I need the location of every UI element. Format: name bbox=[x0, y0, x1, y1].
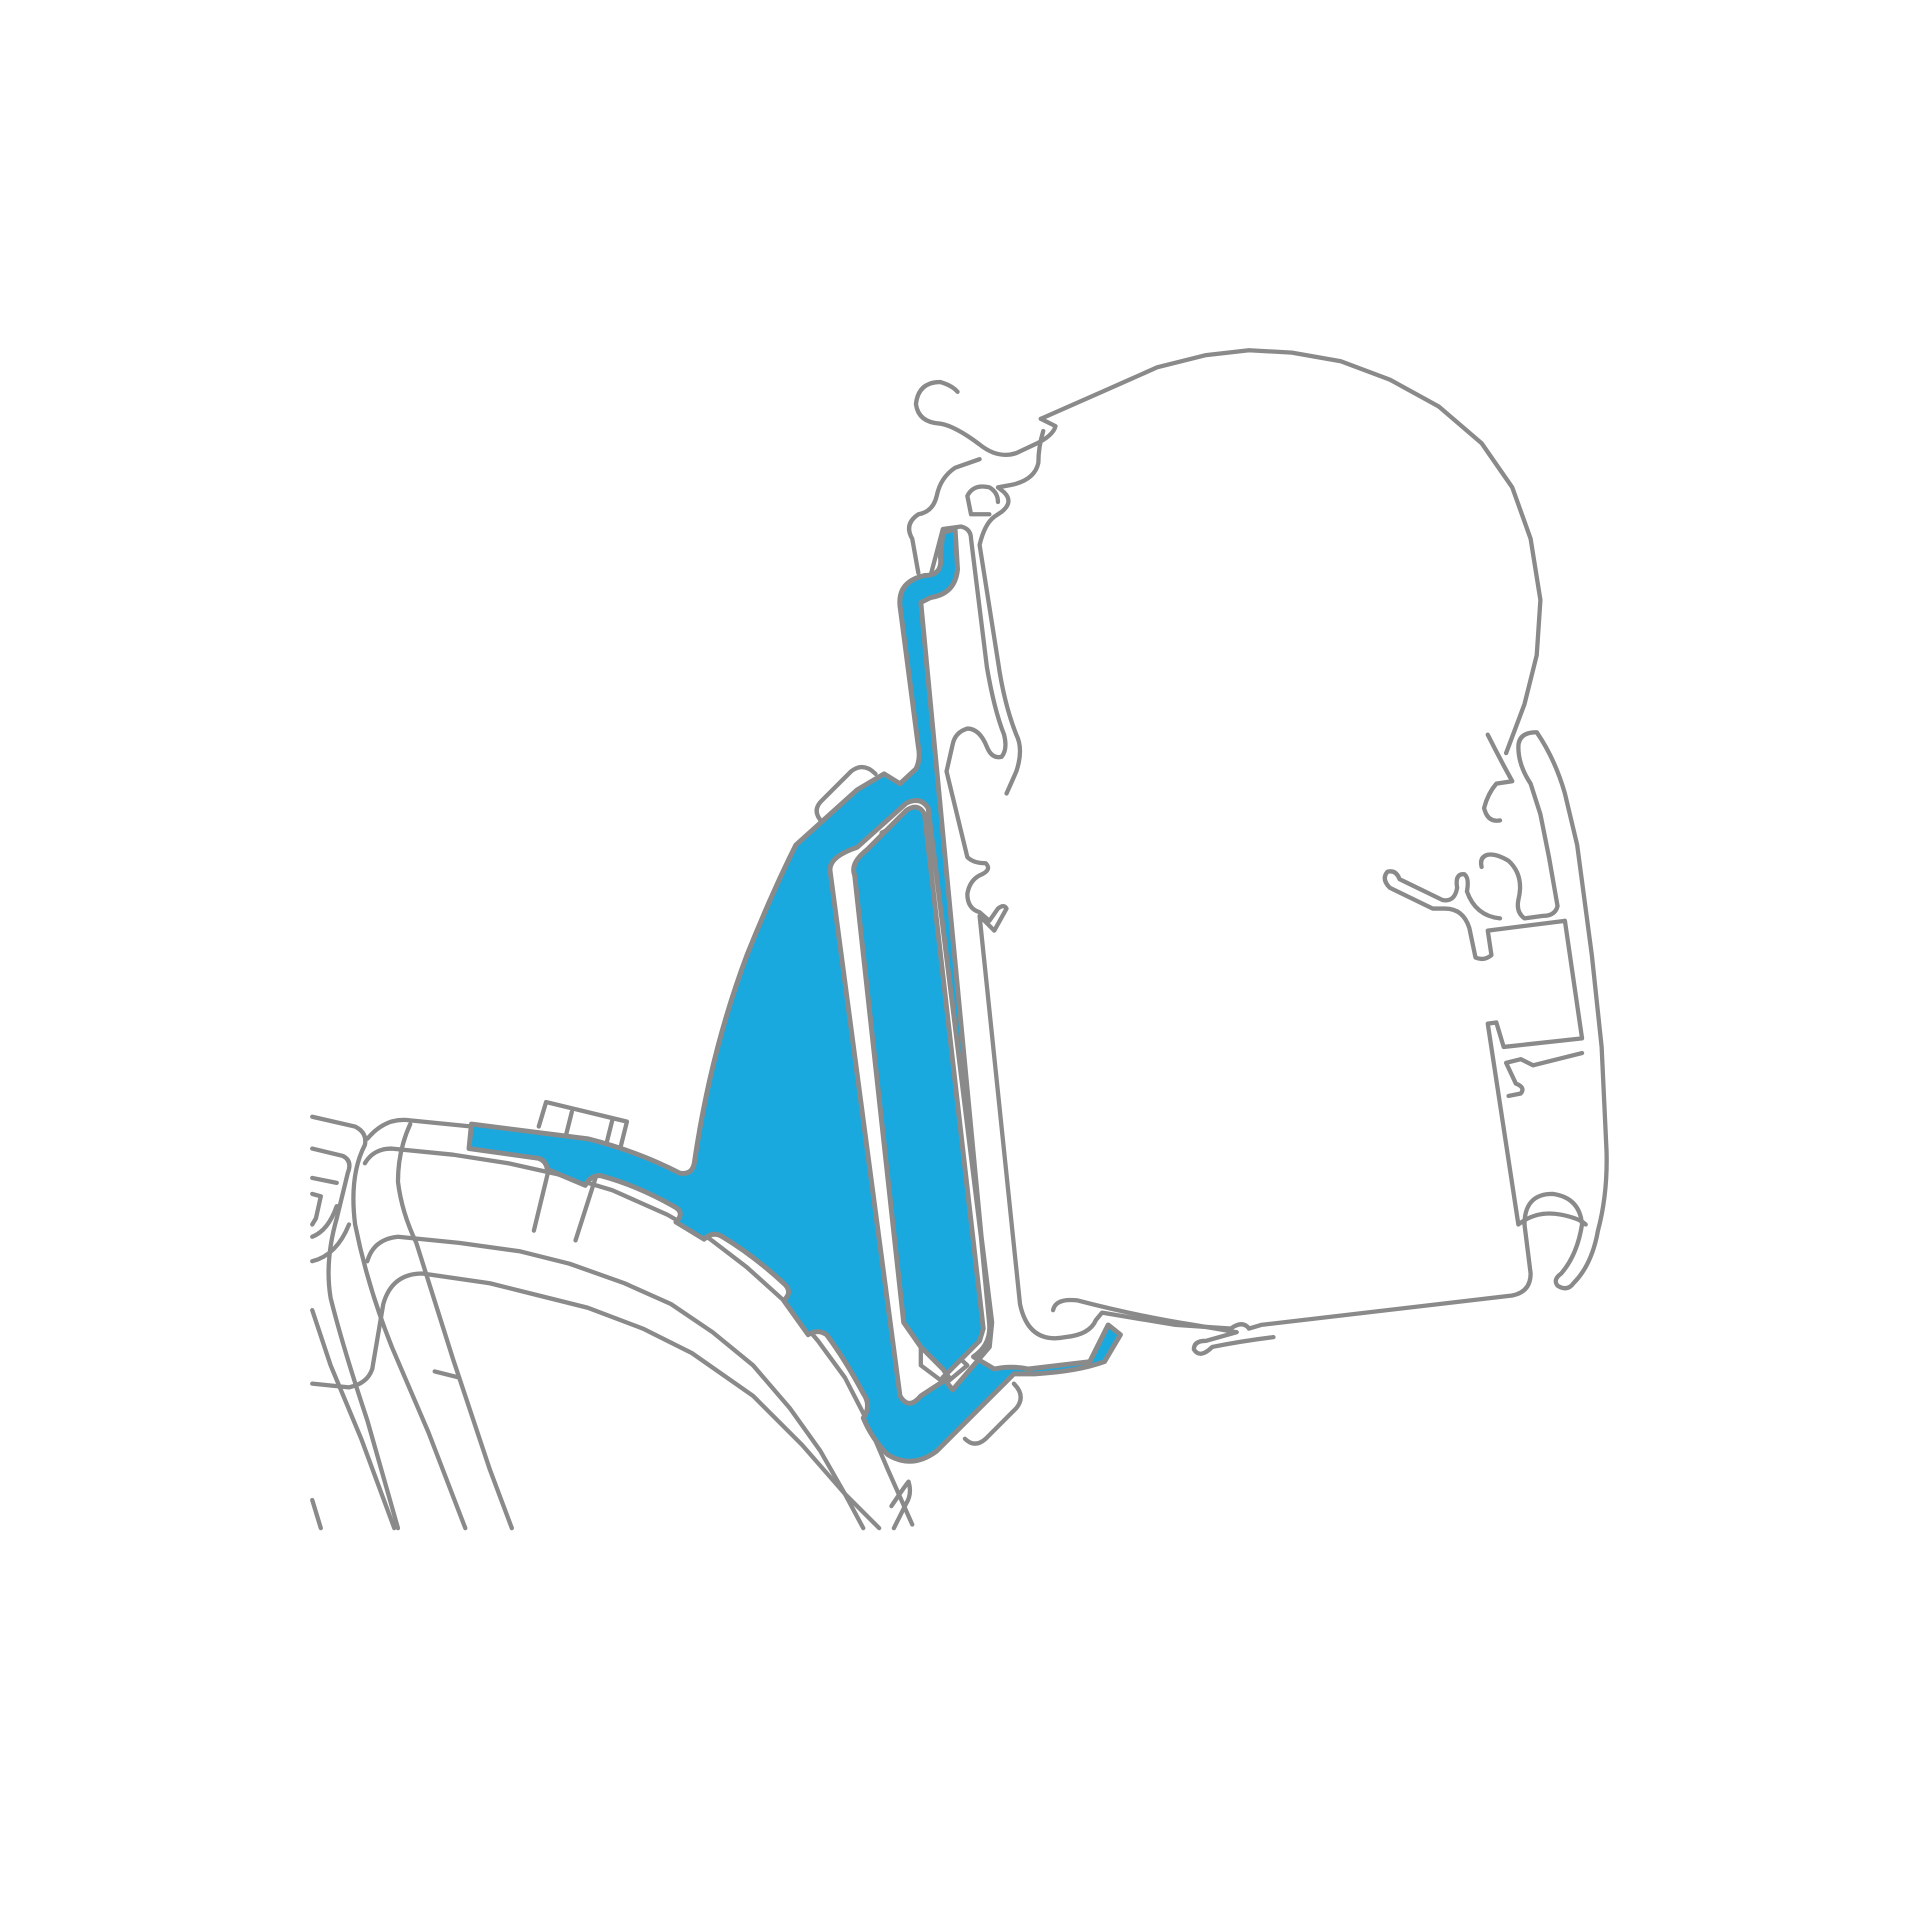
awning-profile bbox=[814, 348, 1609, 1446]
adapter-bracket bbox=[466, 526, 1123, 1464]
vehicle-roof-rail bbox=[310, 1099, 915, 1531]
